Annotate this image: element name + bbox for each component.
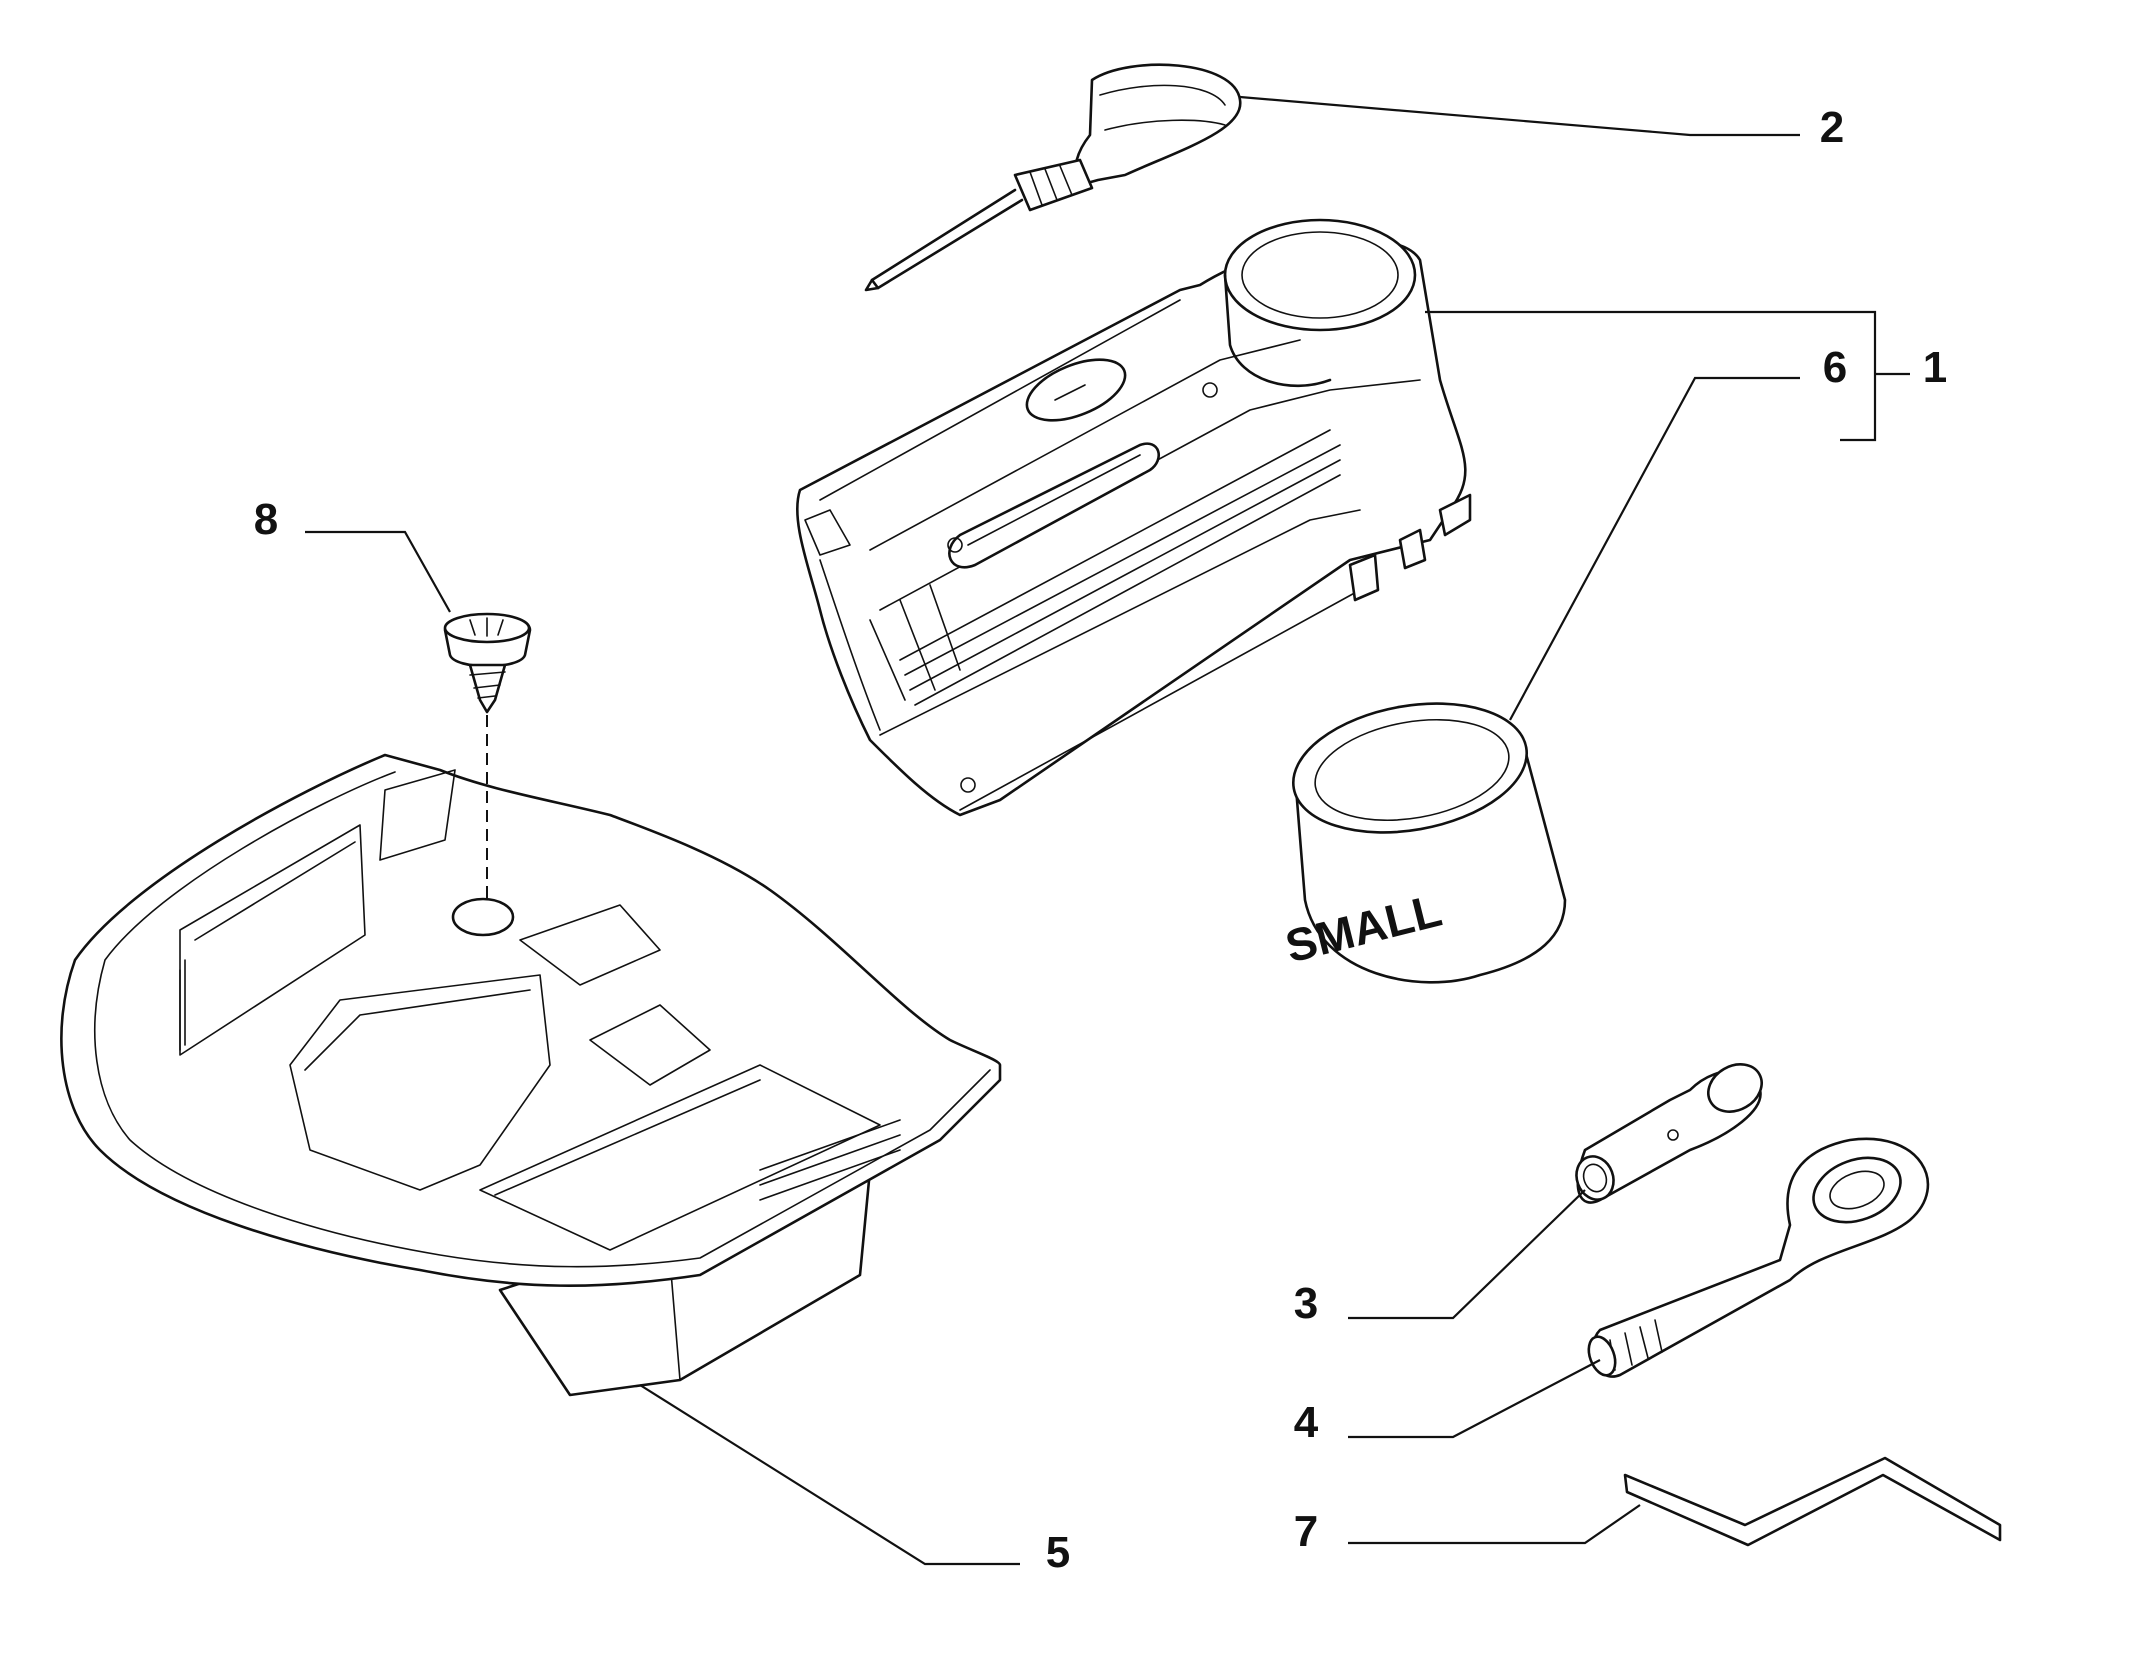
callout-3: 3 — [1294, 1279, 1318, 1328]
foam-tray[interactable] — [60, 753, 1002, 1397]
callout-5: 5 — [1046, 1528, 1070, 1577]
leader-4 — [1348, 1359, 1601, 1439]
tray-screw[interactable] — [443, 612, 532, 714]
callout-8: 8 — [254, 495, 278, 544]
leader-3 — [1348, 1189, 1586, 1320]
tow-hook-adapter[interactable] — [1571, 1055, 1771, 1205]
callout-4: 4 — [1294, 1398, 1319, 1447]
callout-2: 2 — [1820, 103, 1844, 152]
callout-6: 6 — [1823, 343, 1847, 392]
callout-1: 1 — [1923, 343, 1947, 392]
leader-1-bracket — [1425, 310, 1877, 442]
leader-6 — [1509, 376, 1800, 721]
hex-key[interactable] — [1623, 1456, 2002, 1547]
tow-eye[interactable] — [1584, 1137, 1930, 1379]
callout-7: 7 — [1294, 1507, 1318, 1556]
leader-7 — [1348, 1504, 1641, 1545]
leader-5 — [639, 1384, 1020, 1566]
sealant-canister[interactable]: SMALL — [1280, 686, 1567, 984]
leader-2 — [1239, 95, 1800, 137]
leader-8 — [305, 530, 451, 613]
screwdriver[interactable] — [864, 63, 1242, 292]
compressor[interactable] — [796, 218, 1472, 817]
